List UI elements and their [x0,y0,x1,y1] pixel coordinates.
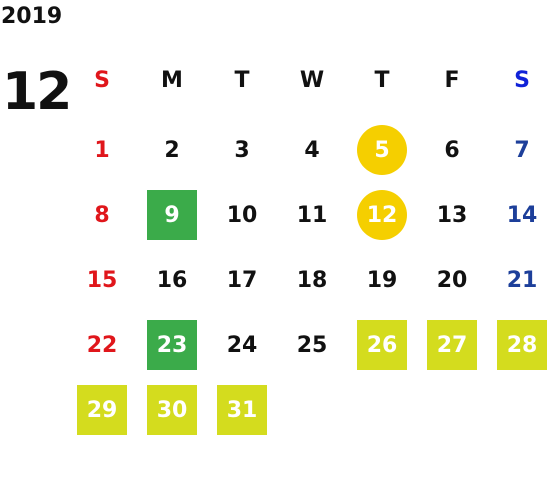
weekday-header: F [444,67,460,93]
day-cell-30[interactable]: 30 [147,385,197,435]
day-cell-18[interactable]: 18 [296,267,328,293]
day-cell-8[interactable]: 8 [94,202,110,228]
day-cell-31[interactable]: 31 [217,385,267,435]
day-cell-11[interactable]: 11 [296,202,328,228]
day-cell-2[interactable]: 2 [164,137,180,163]
day-cell-29[interactable]: 29 [77,385,127,435]
day-cell-21[interactable]: 21 [506,267,538,293]
day-cell-27[interactable]: 27 [427,320,477,370]
day-cell-24[interactable]: 24 [226,332,258,358]
weekday-header: T [374,67,390,93]
day-cell-28[interactable]: 28 [497,320,547,370]
year-label: 2019 [1,4,63,29]
day-cell-7[interactable]: 7 [514,137,530,163]
day-cell-9[interactable]: 9 [147,190,197,240]
day-cell-5[interactable]: 5 [357,125,407,175]
month-label: 12 [2,62,72,122]
weekday-header: T [234,67,250,93]
day-cell-17[interactable]: 17 [226,267,258,293]
weekday-header: S [94,67,110,93]
day-cell-4[interactable]: 4 [304,137,320,163]
day-cell-19[interactable]: 19 [366,267,398,293]
day-cell-3[interactable]: 3 [234,137,250,163]
weekday-header: M [161,67,183,93]
day-cell-14[interactable]: 14 [506,202,538,228]
day-cell-23[interactable]: 23 [147,320,197,370]
day-cell-12[interactable]: 12 [357,190,407,240]
weekday-header: S [514,67,530,93]
weekday-header: W [299,67,325,93]
day-cell-26[interactable]: 26 [357,320,407,370]
day-cell-1[interactable]: 1 [94,137,110,163]
day-cell-6[interactable]: 6 [444,137,460,163]
day-cell-13[interactable]: 13 [436,202,468,228]
day-cell-22[interactable]: 22 [86,332,118,358]
day-cell-25[interactable]: 25 [296,332,328,358]
day-cell-16[interactable]: 16 [156,267,188,293]
day-cell-15[interactable]: 15 [86,267,118,293]
day-cell-10[interactable]: 10 [226,202,258,228]
day-cell-20[interactable]: 20 [436,267,468,293]
